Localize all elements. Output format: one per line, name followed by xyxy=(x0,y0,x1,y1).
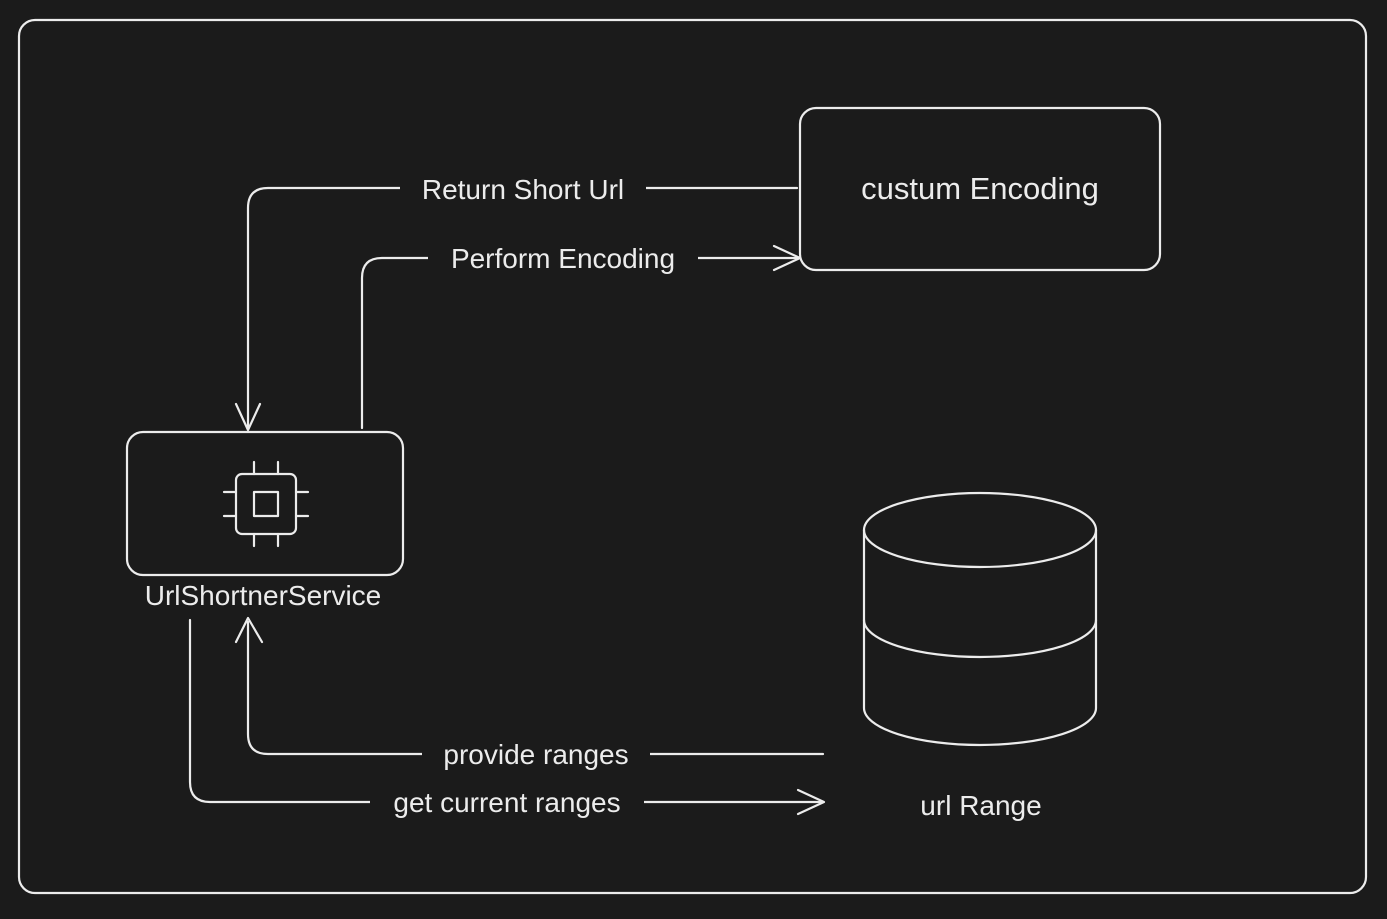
edge-get-current-ranges-label-bg xyxy=(370,783,644,821)
encoding-box xyxy=(798,106,1162,272)
diagram-frame xyxy=(17,18,1368,895)
edge-get-current-ranges-line xyxy=(188,618,824,804)
service-box xyxy=(125,430,405,577)
edge-return-short-url-line xyxy=(246,186,799,430)
edge-get-current-ranges: get current ranges xyxy=(188,618,826,821)
edge-get-current-ranges-arrowhead xyxy=(796,788,826,816)
edge-perform-encoding-label: Perform Encoding xyxy=(451,243,675,274)
database-cylinder-icon xyxy=(862,491,1098,747)
edge-return-short-url-label-bg xyxy=(400,170,646,208)
database-node[interactable]: url Range xyxy=(862,491,1098,821)
edge-perform-encoding-arrowhead xyxy=(772,244,802,272)
encoding-label: custum Encoding xyxy=(861,171,1099,206)
edge-return-short-url-arrowhead xyxy=(234,402,262,432)
edge-return-short-url: Return Short Url xyxy=(234,170,799,432)
edge-return-short-url-label: Return Short Url xyxy=(422,174,624,205)
edge-provide-ranges-label: provide ranges xyxy=(443,739,628,770)
edge-provide-ranges: provide ranges xyxy=(234,616,825,773)
edge-get-current-ranges-label: get current ranges xyxy=(393,787,620,818)
edge-provide-ranges-line xyxy=(246,620,825,756)
edge-provide-ranges-label-bg xyxy=(422,735,650,773)
service-label: UrlShortnerService xyxy=(145,580,382,611)
edge-perform-encoding-line xyxy=(360,256,800,430)
cpu-chip-icon xyxy=(222,460,310,548)
edge-perform-encoding: Perform Encoding xyxy=(360,239,802,430)
database-label: url Range xyxy=(920,790,1041,821)
edge-perform-encoding-label-bg xyxy=(428,239,698,277)
service-node[interactable]: UrlShortnerService xyxy=(125,430,405,611)
edge-provide-ranges-arrowhead xyxy=(234,616,264,644)
encoding-node[interactable]: custum Encoding xyxy=(798,106,1162,272)
